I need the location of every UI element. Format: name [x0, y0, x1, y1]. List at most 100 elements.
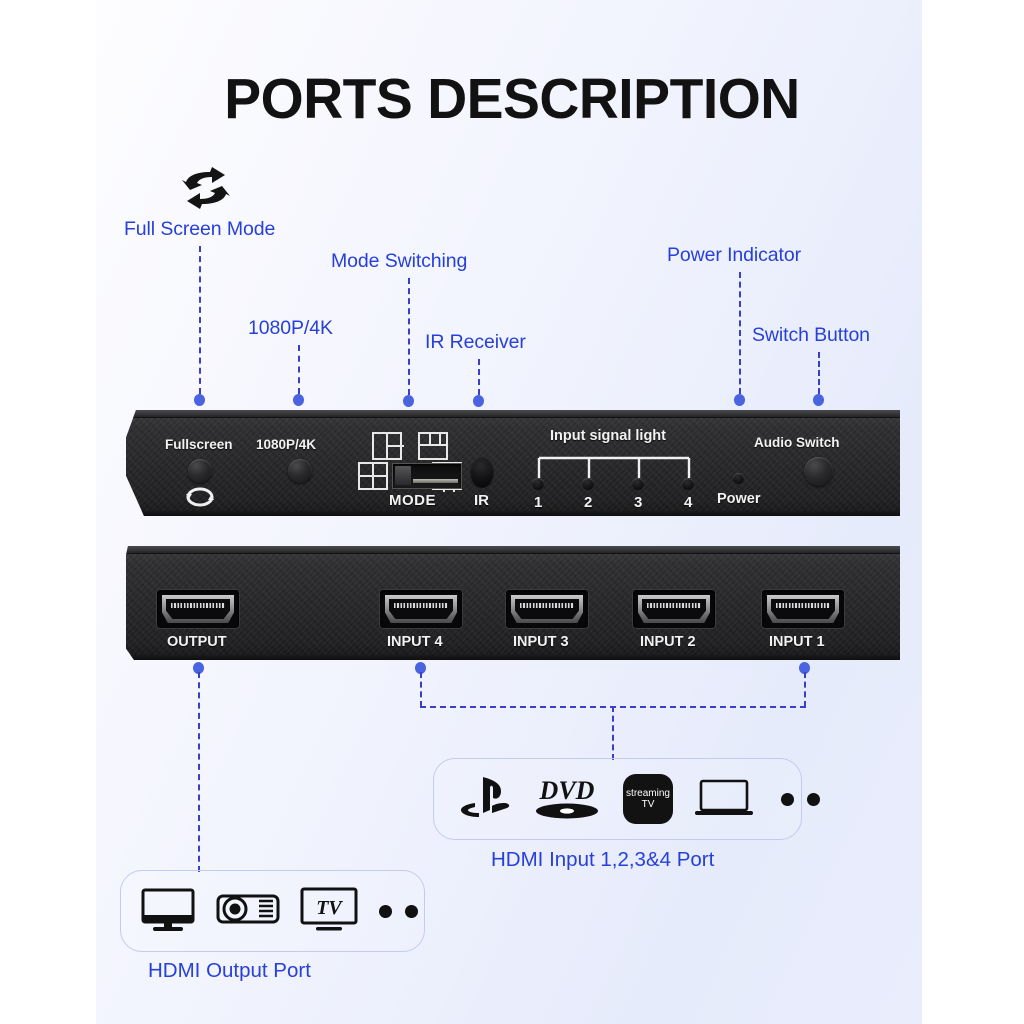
port-cavity: [642, 599, 706, 619]
layout-left-large-icon: [372, 432, 404, 460]
leader-line-input-1-drop: [804, 672, 806, 707]
layout-top-split-icon: [418, 432, 448, 460]
port-pins: [776, 603, 830, 608]
mode-slider-knob[interactable]: [395, 466, 411, 485]
leader-line-full-screen-mode: [199, 246, 201, 394]
dvd-icon: DVD: [531, 773, 603, 826]
input-led-1: [532, 478, 544, 490]
input-box-label: HDMI Input 1,2,3&4 Port: [491, 848, 715, 871]
front-label-power: Power: [717, 491, 761, 507]
leader-line-power-indicator: [739, 272, 741, 394]
port-label-input-1: INPUT 1: [769, 634, 825, 650]
streaming-tv-line1: streaming: [626, 787, 670, 799]
front-label-ir: IR: [474, 492, 489, 509]
front-label-resolution: 1080P/4K: [256, 437, 317, 452]
leader-line-input-center-drop: [612, 706, 614, 760]
leader-dot-ir-receiver: [473, 395, 484, 407]
port-label-input-2: INPUT 2: [640, 634, 696, 650]
input-device-box: DVD streaming TV: [433, 758, 820, 840]
playstation-icon: [459, 773, 511, 826]
layout-quad-icon: [358, 462, 388, 490]
leader-line-output-port: [198, 672, 200, 872]
panel-top-rail: [126, 410, 900, 418]
extra-dot-1: [781, 792, 794, 806]
device-front-panel: Fullscreen 1080P/4K: [126, 410, 900, 516]
leader-dot-power-indicator: [734, 394, 745, 406]
input-led-2: [582, 478, 594, 490]
leader-line-mode-switching: [408, 278, 410, 395]
laptop-icon: [693, 773, 755, 826]
input-signal-bracket: [536, 448, 692, 480]
hdmi-port-input-4[interactable]: [380, 590, 462, 628]
input-led-number-3: 3: [634, 494, 643, 511]
input-led-4: [682, 478, 694, 490]
refresh-cycle-icon: [184, 486, 216, 508]
tv-icon: TV: [299, 884, 359, 939]
streaming-tv-icon: streaming TV: [623, 774, 673, 824]
front-label-input-signal-light: Input signal light: [550, 428, 666, 444]
extra-dot-2: [405, 904, 418, 918]
projector-icon: [215, 888, 281, 935]
port-pins: [647, 603, 701, 608]
leader-dot-mode-switching: [403, 395, 414, 407]
input-led-number-4: 4: [684, 494, 693, 511]
input-device-icons: DVD streaming TV: [434, 773, 820, 826]
hdmi-port-input-2[interactable]: [633, 590, 715, 628]
leader-dot-switch-button: [813, 394, 824, 406]
leader-line-input-4-drop: [420, 672, 422, 707]
leader-dot-1080p-4k: [293, 394, 304, 406]
front-label-mode: MODE: [389, 492, 436, 509]
leader-dot-input-1: [799, 662, 810, 674]
monitor-icon: [139, 884, 197, 939]
output-device-box: TV: [120, 870, 425, 952]
port-cavity: [771, 599, 835, 619]
panel-bottom-rail: [126, 511, 900, 516]
output-device-icons: TV: [121, 884, 418, 939]
leader-line-switch-button: [818, 352, 820, 394]
front-label-fullscreen: Fullscreen: [165, 437, 233, 452]
port-pins: [171, 603, 225, 608]
power-led: [733, 473, 744, 484]
panel-bottom-rail-rear: [126, 655, 900, 660]
swap-arrows-icon: [180, 166, 232, 210]
input-led-3: [632, 478, 644, 490]
tv-icon-text: TV: [316, 897, 343, 919]
ir-receiver-window: [470, 456, 494, 488]
leader-dot-full-screen-mode: [194, 394, 205, 406]
port-cavity: [166, 599, 230, 619]
resolution-button[interactable]: [288, 459, 312, 483]
leader-line-1080p-4k: [298, 345, 300, 394]
input-led-number-2: 2: [584, 494, 593, 511]
port-cavity: [515, 599, 579, 619]
input-led-number-1: 1: [534, 494, 543, 511]
callout-label-mode-switching: Mode Switching: [331, 250, 468, 272]
extra-dot-2: [807, 792, 820, 806]
hdmi-port-input-3[interactable]: [506, 590, 588, 628]
audio-switch-button[interactable]: [804, 457, 833, 486]
port-label-input-3: INPUT 3: [513, 634, 569, 650]
callout-label-switch-button: Switch Button: [752, 324, 870, 346]
extra-dot-1: [379, 904, 392, 918]
callout-label-1080p-4k: 1080P/4K: [248, 317, 333, 339]
svg-text:DVD: DVD: [539, 776, 595, 805]
front-label-audio-switch: Audio Switch: [754, 435, 840, 450]
port-pins: [394, 603, 448, 608]
port-label-output: OUTPUT: [167, 634, 227, 650]
callout-label-full-screen-mode: Full Screen Mode: [124, 218, 276, 240]
mode-slider-track: [413, 479, 458, 483]
leader-dot-input-4: [415, 662, 426, 674]
callout-label-power-indicator: Power Indicator: [667, 244, 801, 266]
mode-slider-switch[interactable]: [392, 463, 462, 489]
output-box-label: HDMI Output Port: [148, 959, 311, 982]
callout-label-ir-receiver: IR Receiver: [425, 331, 526, 353]
hdmi-port-output[interactable]: [157, 590, 239, 628]
hdmi-port-input-1[interactable]: [762, 590, 844, 628]
leader-dot-output-port: [193, 662, 204, 674]
streaming-tv-line2: TV: [641, 799, 655, 810]
leader-line-ir-receiver: [478, 359, 480, 395]
device-rear-panel: OUTPUT INPUT 4 INPUT 3 INPUT 2 INPUT: [126, 546, 900, 660]
fullscreen-button[interactable]: [188, 459, 212, 483]
page-title: PORTS DESCRIPTION: [224, 67, 800, 131]
port-pins: [520, 603, 574, 608]
